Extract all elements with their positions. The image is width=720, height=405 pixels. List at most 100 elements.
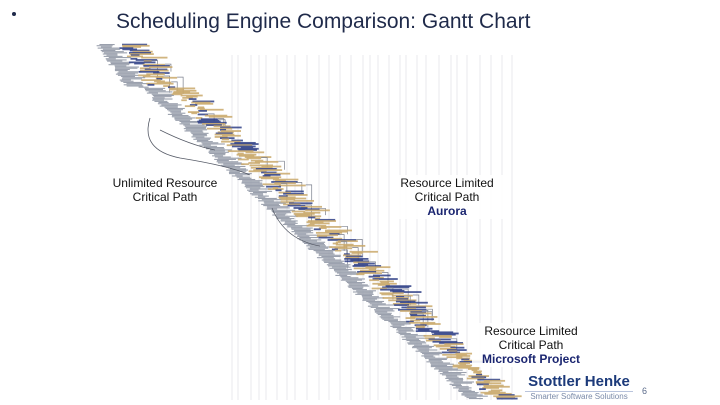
task-name-mark: [245, 187, 261, 189]
task-bar: [400, 310, 422, 312]
task-name-mark: [117, 72, 139, 74]
task-name-mark: [168, 110, 182, 112]
task-name-mark: [179, 120, 202, 123]
task-name-mark: [418, 349, 438, 351]
task-name-mark: [415, 350, 429, 352]
task-bar: [294, 214, 311, 216]
task-name-mark: [392, 324, 405, 326]
task-bar: [236, 153, 257, 156]
task-name-mark: [396, 331, 407, 333]
task-name-mark: [374, 309, 394, 311]
task-name-mark: [396, 329, 414, 331]
task-bar: [197, 113, 209, 116]
task-name-mark: [229, 173, 252, 175]
task-name-mark: [231, 175, 243, 177]
task-name-mark: [328, 265, 349, 267]
task-bar: [330, 237, 343, 240]
task-bar: [204, 114, 228, 117]
task-bar: [459, 363, 466, 366]
task-bar: [266, 185, 281, 188]
task-bar: [141, 79, 161, 82]
task-bar: [278, 195, 288, 198]
task-bar: [231, 139, 243, 142]
task-name-mark: [154, 100, 168, 102]
task-name-mark: [340, 279, 363, 281]
task-bar: [475, 381, 490, 383]
task-name-mark: [108, 64, 130, 66]
task-name-mark: [349, 284, 368, 286]
task-bar: [280, 201, 294, 203]
task-bar: [410, 314, 426, 317]
task-name-mark: [426, 361, 444, 363]
task-bar: [441, 351, 461, 354]
task-bar: [261, 171, 277, 174]
task-name-mark: [122, 77, 146, 79]
task-name-mark: [242, 180, 263, 182]
task-name-mark: [422, 353, 442, 355]
task-name-mark: [323, 258, 336, 260]
task-bar: [385, 285, 412, 288]
task-name-mark: [263, 205, 281, 207]
task-bar: [221, 138, 229, 141]
task-name-mark: [390, 322, 411, 324]
task-bar: [305, 209, 330, 212]
task-bar: [379, 292, 404, 295]
annotation-line: Resource Limited: [400, 176, 494, 190]
task-name-mark: [441, 374, 466, 376]
task-bar: [263, 172, 291, 175]
task-name-mark: [284, 221, 296, 223]
task-name-mark: [241, 182, 263, 184]
task-bar: [372, 278, 398, 280]
annotation-engine-name: Microsoft Project: [481, 352, 580, 366]
task-bar: [357, 262, 375, 265]
task-name-mark: [272, 212, 292, 214]
task-name-mark: [401, 336, 416, 338]
task-bar: [129, 53, 154, 55]
task-name-mark: [396, 328, 412, 330]
task-name-mark: [340, 276, 351, 278]
task-name-mark: [108, 57, 132, 59]
task-bar: [315, 231, 343, 234]
task-bar: [122, 43, 148, 46]
task-name-mark: [228, 167, 241, 169]
task-name-mark: [172, 115, 189, 117]
task-name-mark: [276, 216, 290, 218]
task-name-mark: [164, 106, 178, 108]
task-name-mark: [408, 343, 423, 345]
task-bar: [275, 179, 286, 182]
task-name-mark: [302, 241, 326, 243]
task-name-mark: [458, 388, 469, 390]
task-name-mark: [195, 137, 212, 139]
task-bar: [320, 226, 342, 228]
annotation-aurora-critical-path: Resource Limited Critical Path Aurora: [390, 175, 504, 219]
task-bar: [171, 93, 183, 96]
task-bar: [468, 375, 490, 378]
task-bar: [435, 345, 456, 348]
task-name-mark: [272, 214, 286, 216]
task-name-mark: [174, 117, 196, 119]
task-bar: [329, 246, 348, 248]
task-bar: [442, 353, 467, 356]
task-bar: [208, 115, 233, 118]
task-name-mark: [380, 315, 394, 317]
task-name-mark: [96, 45, 113, 47]
task-name-mark: [368, 302, 383, 304]
task-name-mark: [217, 157, 242, 159]
task-bar: [169, 87, 196, 90]
task-name-mark: [398, 330, 415, 332]
task-name-mark: [428, 358, 447, 361]
task-name-mark: [107, 60, 123, 62]
task-name-mark: [263, 201, 282, 203]
task-name-mark: [333, 268, 352, 271]
task-bar: [396, 298, 409, 301]
task-bar: [444, 343, 464, 346]
task-bar: [409, 313, 418, 316]
task-bar: [397, 308, 427, 311]
task-name-mark: [462, 392, 479, 394]
task-name-mark: [424, 357, 448, 359]
task-bar: [279, 197, 307, 200]
task-name-mark: [374, 310, 395, 312]
task-name-mark: [362, 299, 376, 301]
task-bar: [278, 196, 296, 199]
task-name-mark: [105, 58, 116, 60]
